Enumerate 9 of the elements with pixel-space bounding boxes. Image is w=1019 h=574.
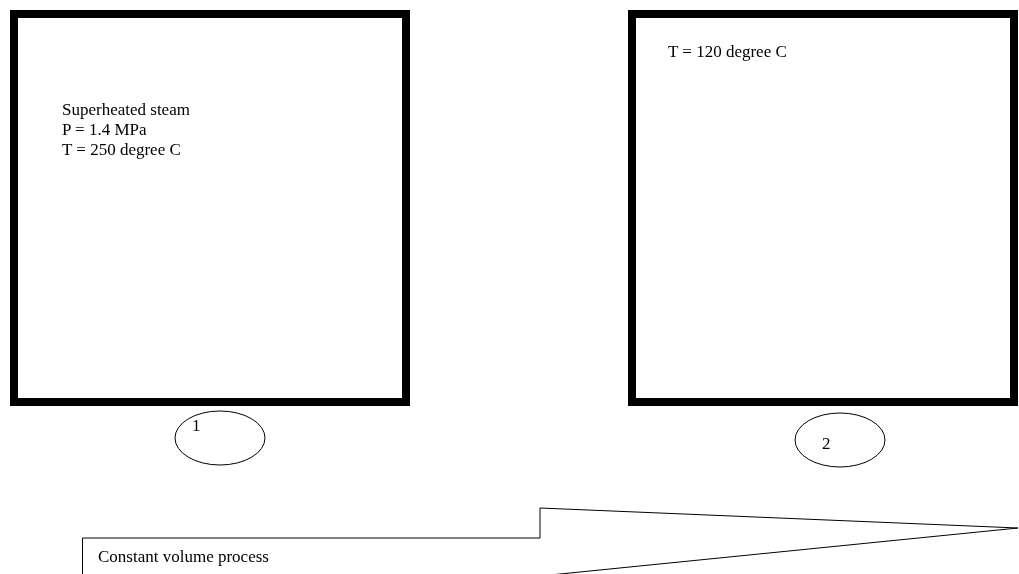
label-text: T = 250 degree C (62, 140, 181, 160)
state-number: 1 (192, 416, 201, 436)
tank-box (10, 10, 410, 406)
label-text: Superheated steam (62, 100, 190, 120)
label-text: Constant volume process (98, 547, 269, 567)
state-number: 2 (822, 434, 831, 454)
label-text: P = 1.4 MPa (62, 120, 147, 140)
label-text: T = 120 degree C (668, 42, 787, 62)
tank-box (628, 10, 1018, 406)
